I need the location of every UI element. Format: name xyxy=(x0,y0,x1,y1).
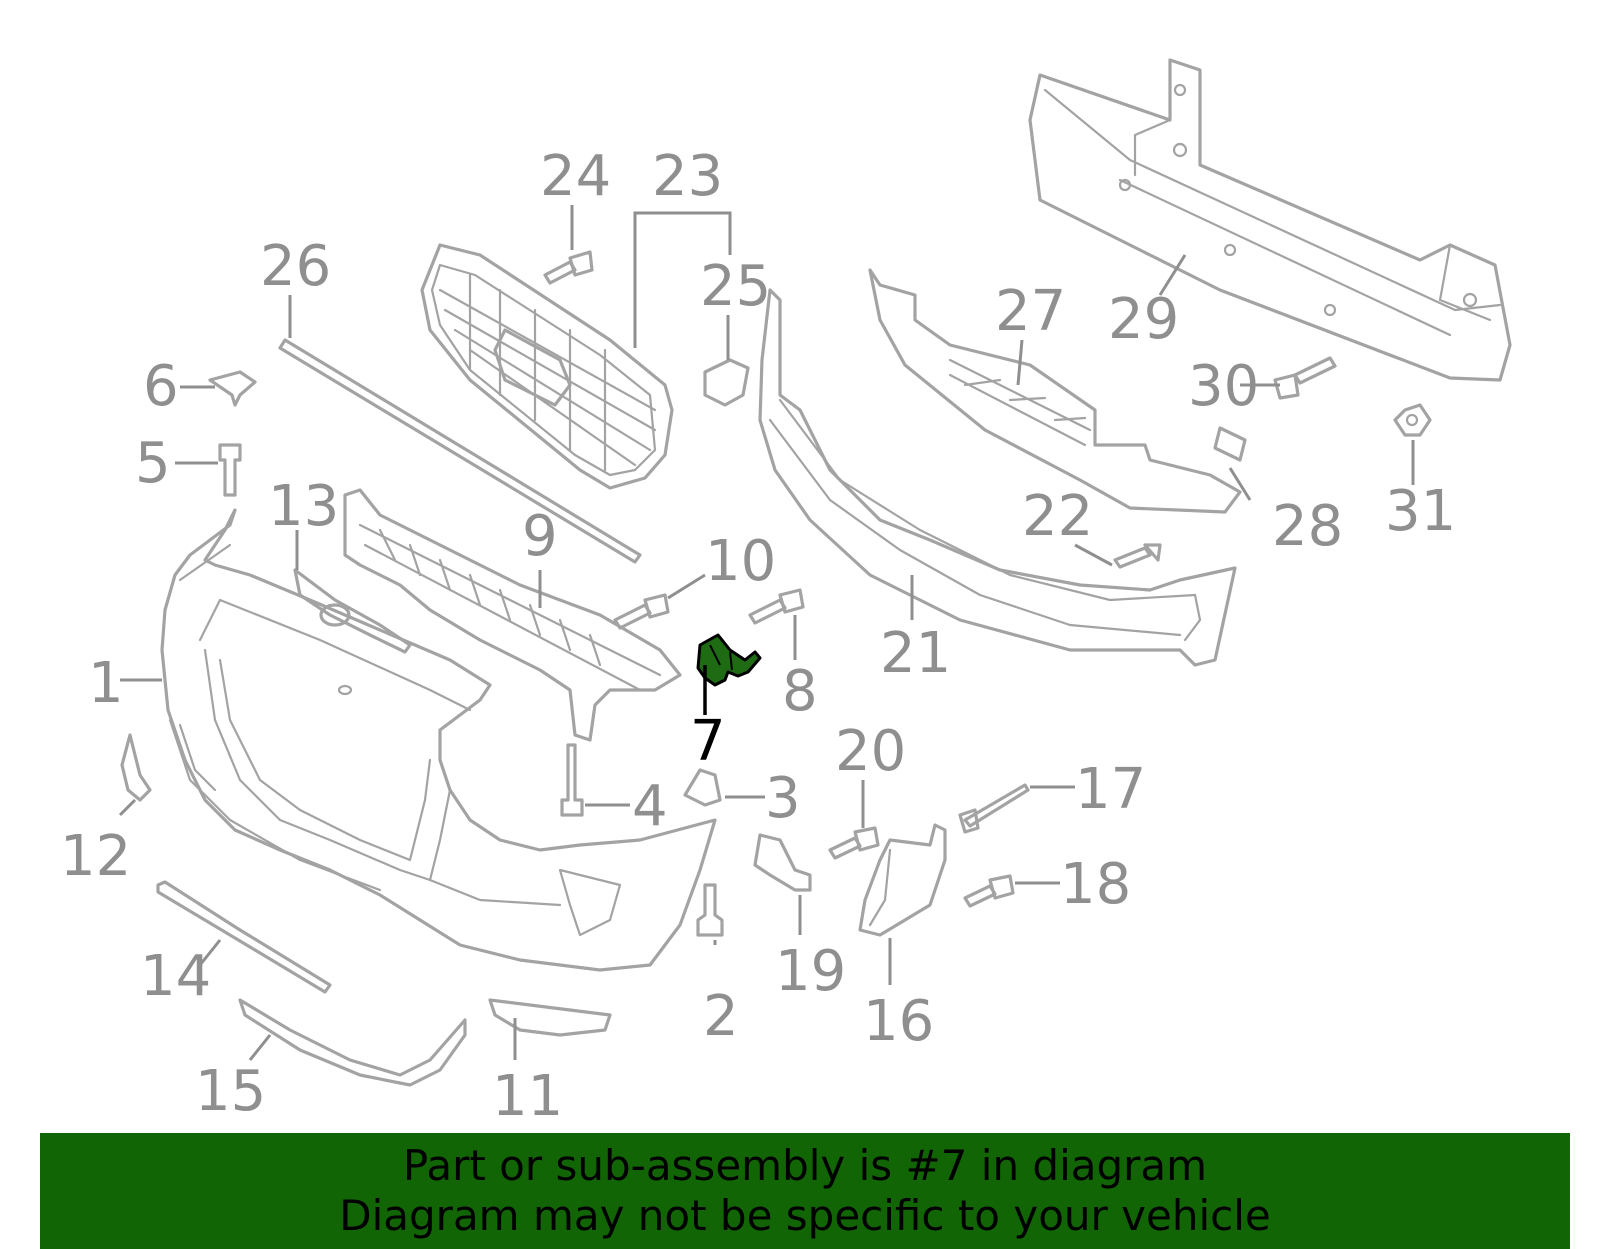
part-21-lower-cover xyxy=(758,288,1237,667)
part-12-cap xyxy=(120,733,152,802)
callout-1: 1 xyxy=(88,651,124,716)
part-17-rivet xyxy=(958,783,1030,834)
callout-10: 10 xyxy=(705,529,776,594)
part-6-push-clip xyxy=(208,370,257,407)
callout-20: 20 xyxy=(835,719,906,784)
leader-lines xyxy=(118,205,1415,1061)
callout-19: 19 xyxy=(775,939,846,1004)
callout-11: 11 xyxy=(492,1064,563,1129)
callout-30: 30 xyxy=(1188,354,1259,419)
part-10-bolt xyxy=(613,593,670,630)
part-15-lower-trim xyxy=(238,998,467,1087)
part-29-reinforcement-beam xyxy=(1028,58,1512,382)
part-5-bolt xyxy=(218,443,242,497)
callout-4: 4 xyxy=(632,774,668,839)
callout-9: 9 xyxy=(522,504,558,569)
part-7-bracket-highlighted xyxy=(696,633,762,687)
callout-7: 7 xyxy=(690,709,726,774)
callout-31: 31 xyxy=(1385,479,1456,544)
part-9-upper-bracket xyxy=(343,488,682,742)
callout-27: 27 xyxy=(995,279,1066,344)
part-11-lower-bracket xyxy=(488,998,612,1037)
part-2-bolt xyxy=(696,883,724,937)
callout-18: 18 xyxy=(1060,852,1131,917)
callout-21: 21 xyxy=(880,621,951,686)
info-banner: Part or sub-assembly is #7 in diagram Di… xyxy=(40,1133,1570,1249)
part-25-clip xyxy=(703,358,750,407)
part-1-bumper-cover xyxy=(160,508,717,972)
callout-14: 14 xyxy=(140,944,211,1009)
callout-28: 28 xyxy=(1272,494,1343,559)
callout-15: 15 xyxy=(195,1059,266,1124)
callout-13: 13 xyxy=(268,474,339,539)
callout-16: 16 xyxy=(863,989,934,1054)
callout-17: 17 xyxy=(1075,757,1146,822)
callout-8: 8 xyxy=(782,659,818,724)
callout-labels: 1 2 3 4 5 6 7 8 9 10 11 12 13 14 15 16 1… xyxy=(60,144,1456,1129)
part-16-side-bracket xyxy=(858,823,947,937)
part-18-bolt xyxy=(963,874,1015,908)
part-14-lower-strip xyxy=(156,880,332,994)
banner-line-disclaimer: Diagram may not be specific to your vehi… xyxy=(339,1191,1271,1240)
part-24-bolt xyxy=(543,250,594,285)
callout-24: 24 xyxy=(540,144,611,209)
callout-6: 6 xyxy=(143,354,179,419)
part-22-clip xyxy=(1113,543,1162,569)
part-30-bolt xyxy=(1273,356,1337,400)
callout-26: 26 xyxy=(260,234,331,299)
callout-2: 2 xyxy=(703,984,739,1049)
part-20-bolt xyxy=(828,826,880,860)
part-19-small-bracket xyxy=(753,833,812,892)
part-4-stud xyxy=(560,743,584,817)
part-28-label xyxy=(1213,426,1247,462)
callout-5: 5 xyxy=(135,431,171,496)
callout-22: 22 xyxy=(1022,484,1093,549)
part-27-energy-absorber xyxy=(868,268,1242,514)
callout-12: 12 xyxy=(60,824,131,889)
part-26-molding-strip xyxy=(278,338,642,564)
part-23-grille xyxy=(420,243,674,490)
part-3-clip xyxy=(683,768,722,807)
banner-line-part-number: Part or sub-assembly is #7 in diagram xyxy=(402,1141,1208,1190)
part-8-bolt xyxy=(748,588,805,625)
callout-29: 29 xyxy=(1108,287,1179,352)
part-31-nut xyxy=(1393,403,1432,437)
callout-3: 3 xyxy=(765,766,801,831)
callout-23: 23 xyxy=(652,144,723,209)
callout-25: 25 xyxy=(700,254,771,319)
